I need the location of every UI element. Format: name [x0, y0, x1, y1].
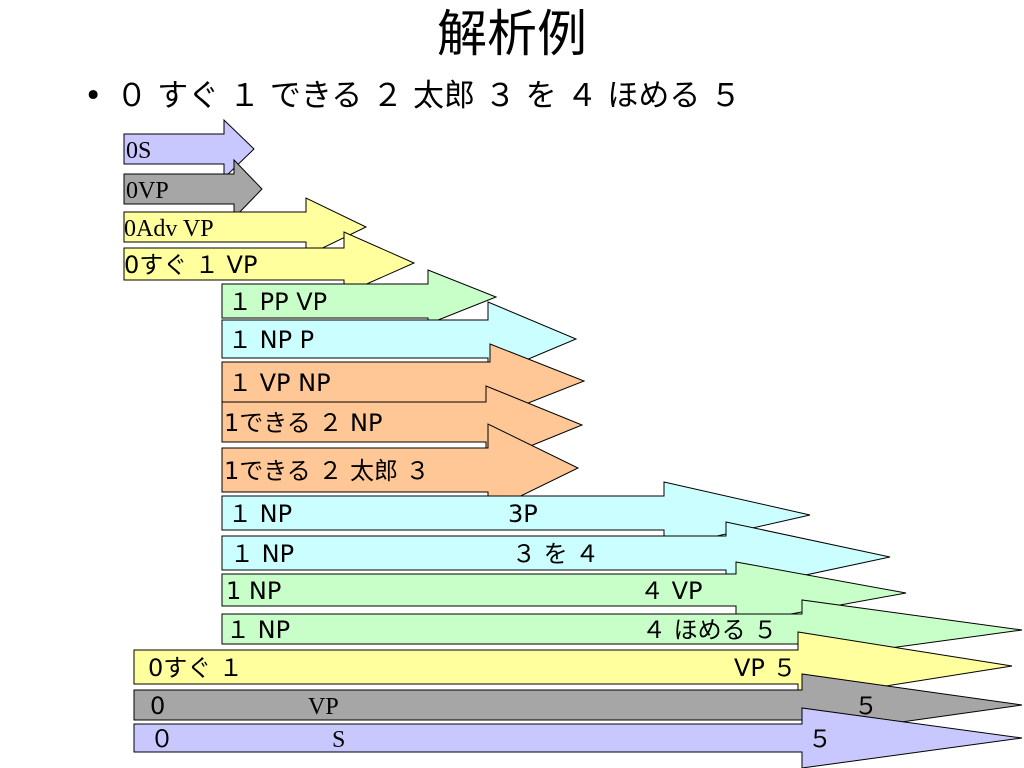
edge-arrow [221, 521, 891, 593]
edge-label: 1できる ２ NP [224, 409, 382, 437]
edge-1-vp: 0VP [123, 158, 263, 220]
edge-arrow [133, 707, 1023, 768]
edge-label: ０ [150, 725, 174, 753]
edge-8-np: 1できる ２ 太郎 ３ [221, 423, 580, 513]
edge-9-np: １ NP 3P [221, 481, 811, 549]
edge-label: 0すぐ １ VP [124, 251, 257, 279]
edge-arrow [123, 158, 263, 220]
edge-arrow [123, 231, 416, 295]
edge-label: 0VP [126, 178, 169, 204]
edge-label: 0Adv VP [124, 216, 214, 242]
edge-label: VP [308, 694, 339, 720]
edge-label: １ NP [230, 540, 294, 568]
edge-arrow [123, 118, 255, 180]
edge-5-np: １ NP P [221, 301, 578, 377]
edge-label: VP ５ [734, 654, 797, 682]
edge-arrow [221, 301, 578, 377]
edge-label: 0 [150, 692, 165, 720]
edge-label: １ VP NP [228, 369, 331, 397]
edge-15-s: ０ S ５ [133, 707, 1023, 768]
edge-2-adv: 0Adv VP [123, 197, 368, 257]
edge-10-np: １ NP ３ を ４ [221, 521, 891, 593]
edge-label: 0S [126, 138, 151, 164]
edge-arrow [221, 269, 498, 325]
edge-label: ４ ほめる ５ [642, 616, 777, 644]
edge-label: 0すぐ １ [148, 654, 243, 682]
sentence-text: ０ すぐ １ できる ２ 太郎 ３ を ４ ほめる ５ [116, 78, 742, 114]
slide-title: 解析例 [437, 5, 587, 63]
edge-label: ３ を ４ [512, 540, 599, 568]
edge-label: １ NP [228, 500, 292, 528]
edge-label: ４ VP [640, 577, 703, 605]
edge-arrow [133, 673, 1023, 737]
edge-label: 1 NP [226, 577, 281, 605]
input-sentence: • ０ すぐ １ できる ２ 太郎 ３ を ４ ほめる ５ [84, 74, 1014, 118]
edge-4-pp: １ PP VP [221, 269, 498, 325]
edge-arrow [123, 197, 368, 257]
edge-13-adv: 0すぐ １ VP ５ [133, 631, 1013, 701]
bullet-dot: • [84, 78, 103, 114]
edge-label: １ NP [226, 616, 290, 644]
edge-arrow [221, 423, 580, 513]
edge-label: 1できる ２ 太郎 ３ [224, 457, 430, 485]
edge-3-adv: 0すぐ １ VP [123, 231, 416, 295]
edge-arrow [133, 631, 1013, 701]
edge-label: 3P [508, 500, 538, 528]
edge-label: １ NP P [228, 326, 314, 354]
edge-label: ５ [808, 725, 832, 753]
edge-0-s: 0S [123, 118, 255, 180]
edge-label: S [332, 727, 345, 753]
edge-label: １ PP VP [228, 288, 327, 316]
